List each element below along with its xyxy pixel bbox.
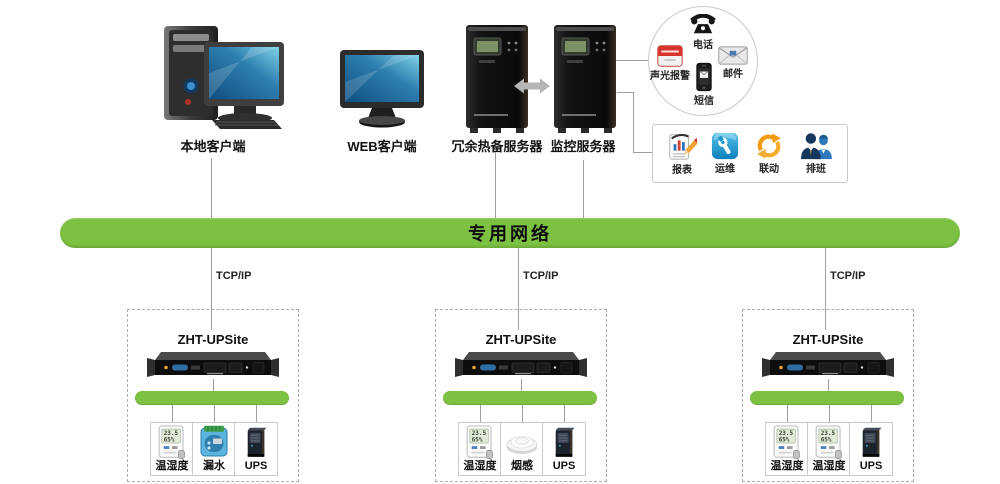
site-title: ZHT-UPSite <box>792 332 864 347</box>
device-label: UPS <box>552 460 576 472</box>
device-label: 温湿度 <box>770 460 804 472</box>
device-label: 温湿度 <box>155 460 189 472</box>
alarm-item-phone: 电话 <box>683 14 723 51</box>
report-chart-icon <box>667 131 697 161</box>
connector-line <box>495 152 496 218</box>
site-box-2: ZHT-UPSite 温湿度 烟感 UPS <box>435 309 607 482</box>
water-leak-module-icon <box>198 425 230 459</box>
connector-line <box>787 405 788 422</box>
function-linkage: 联动 <box>753 132 785 175</box>
connector-line <box>564 405 565 422</box>
connector-line <box>214 405 215 422</box>
alarm-item-label: 短信 <box>694 96 714 107</box>
connector-line <box>213 379 214 391</box>
device-label: UPS <box>859 460 883 472</box>
connector-line <box>518 248 519 330</box>
local-client-pc-icon <box>148 20 288 134</box>
connector-line <box>615 60 648 61</box>
web-client-label: WEB客户端 <box>347 139 417 154</box>
redundant-standby-server-label: 冗余热备服务器 <box>451 139 543 154</box>
ups-tower-icon <box>550 425 578 460</box>
connector-line <box>583 160 584 218</box>
site-box-3: ZHT-UPSite 温湿度 温湿度 UPS <box>742 309 914 482</box>
function-label: 联动 <box>759 164 779 175</box>
device-ups: UPS <box>234 422 278 476</box>
device-water-leak: 漏水 <box>192 422 236 476</box>
alarm-item-label: 电话 <box>693 40 713 51</box>
connector-line <box>172 405 173 422</box>
device-label: 温湿度 <box>812 460 846 472</box>
device-ups: UPS <box>542 422 586 476</box>
site-network-bar <box>135 391 289 405</box>
connector-line <box>522 405 523 422</box>
thermo-hygrometer-icon <box>771 425 803 460</box>
functions-box: 报表 运维 联动 排班 <box>652 124 848 183</box>
zht-upsite-rack-icon <box>762 349 894 379</box>
site-title: ZHT-UPSite <box>485 332 557 347</box>
ups-tower-icon <box>857 425 885 460</box>
function-label: 报表 <box>672 165 692 176</box>
connector-line <box>633 92 634 152</box>
alarm-methods-circle: 电话 声光报警 邮件 短信 <box>648 6 758 116</box>
alarm-item-sound-light: 声光报警 <box>645 45 695 82</box>
device-thermo-hygrometer: 温湿度 <box>458 422 502 476</box>
zht-upsite-rack-icon <box>455 349 587 379</box>
device-thermo-hygrometer: 温湿度 <box>807 422 851 476</box>
device-label: UPS <box>244 460 268 472</box>
thermo-hygrometer-icon <box>156 425 188 460</box>
connector-line <box>617 92 634 93</box>
connector-line <box>256 405 257 422</box>
connector-line <box>211 158 212 218</box>
site-box-1: ZHT-UPSite 温湿度 漏水 UPS <box>127 309 299 482</box>
alarm-item-label: 声光报警 <box>650 71 690 82</box>
connector-line <box>521 379 522 391</box>
alarm-item-label: 邮件 <box>723 69 743 80</box>
tcp-ip-label: TCP/IP <box>830 270 866 282</box>
connector-line <box>633 152 652 153</box>
thermo-hygrometer-icon <box>464 425 496 460</box>
zht-upsite-rack-icon <box>147 349 279 379</box>
web-client-monitor-icon <box>338 50 426 132</box>
smoke-detector-icon <box>505 425 539 459</box>
device-smoke-detector: 烟感 <box>500 422 544 476</box>
connector-line <box>825 248 826 330</box>
connector-line <box>480 405 481 422</box>
local-client-label: 本地客户端 <box>180 139 246 154</box>
monitoring-server-icon <box>549 22 621 134</box>
connector-line <box>829 405 830 422</box>
mobile-phone-sms-icon <box>694 62 714 92</box>
device-thermo-hygrometer: 温湿度 <box>150 422 194 476</box>
circular-arrows-icon <box>753 132 785 160</box>
tcp-ip-label: TCP/IP <box>216 270 252 282</box>
function-operations: 运维 <box>711 132 739 175</box>
alarm-item-email: 邮件 <box>713 46 753 80</box>
site-network-bar <box>443 391 597 405</box>
sound-light-alarm-icon <box>657 45 683 67</box>
site-title: ZHT-UPSite <box>177 332 249 347</box>
connector-line <box>871 405 872 422</box>
device-label: 温湿度 <box>463 460 497 472</box>
function-report: 报表 <box>667 131 697 176</box>
site-network-bar <box>750 391 904 405</box>
device-ups: UPS <box>849 422 893 476</box>
wrench-icon <box>711 132 739 160</box>
dedicated-network-bar: 专用网络 <box>60 218 960 248</box>
tcp-ip-label: TCP/IP <box>523 270 559 282</box>
sync-double-arrow-icon <box>513 76 551 96</box>
device-label: 烟感 <box>511 460 533 472</box>
function-label: 排班 <box>806 164 826 175</box>
connector-line <box>828 379 829 391</box>
connector-line <box>211 248 212 330</box>
ups-tower-icon <box>242 425 270 460</box>
thermo-hygrometer-icon <box>813 425 845 460</box>
dedicated-network-label: 专用网络 <box>468 224 552 244</box>
device-label: 漏水 <box>203 460 225 472</box>
people-icon <box>799 132 833 160</box>
function-scheduling: 排班 <box>799 132 833 175</box>
alarm-item-sms: 短信 <box>684 62 724 107</box>
monitoring-server-label: 监控服务器 <box>550 139 616 154</box>
device-thermo-hygrometer: 温湿度 <box>765 422 809 476</box>
function-label: 运维 <box>715 164 735 175</box>
telephone-icon <box>690 14 716 36</box>
